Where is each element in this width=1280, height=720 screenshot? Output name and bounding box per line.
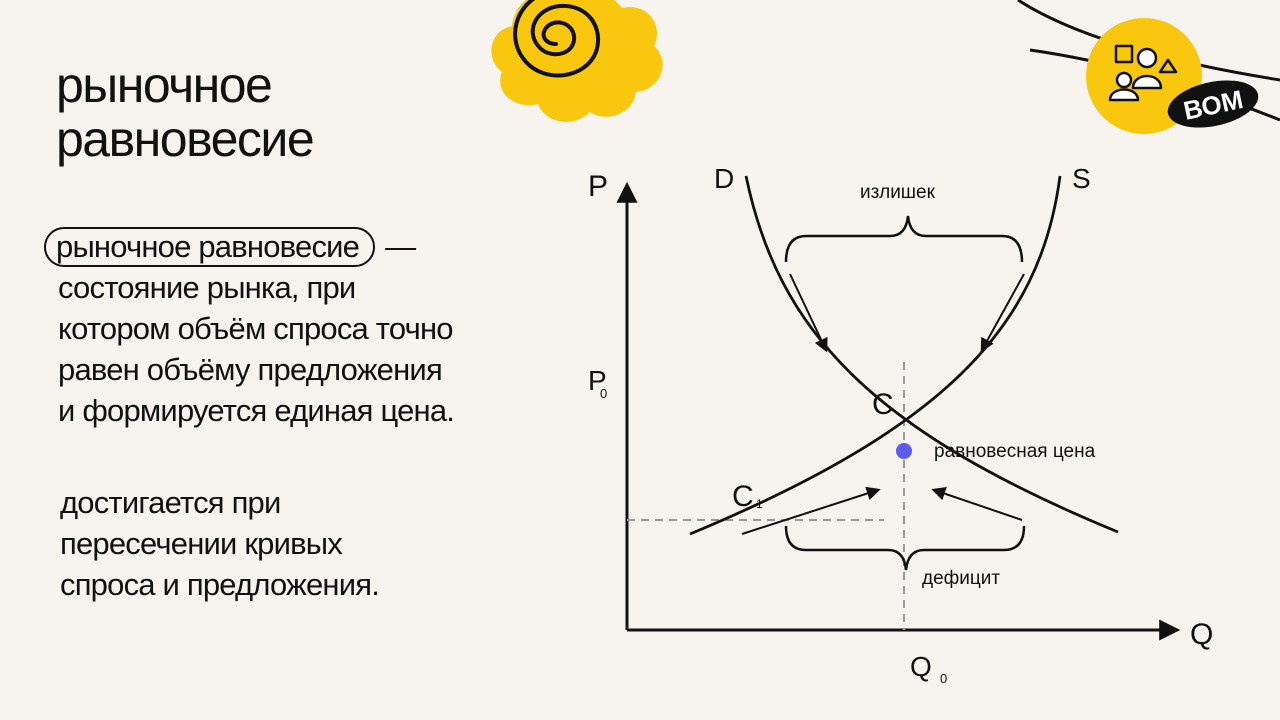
demand-curve xyxy=(744,175,1119,534)
people-icon xyxy=(1108,44,1178,102)
note-line-2: пересечении кривых xyxy=(60,526,343,561)
definition-line-3: равен объёму предложения xyxy=(58,352,443,387)
note-text: достигается при пересечении кривых спрос… xyxy=(60,482,380,605)
surplus-brace xyxy=(784,215,1024,263)
c1-label: C 1 xyxy=(732,480,763,513)
note-line-1: достигается при xyxy=(60,485,281,520)
svg-text:P: P xyxy=(588,365,607,396)
deficit-brace xyxy=(784,525,1026,571)
equilibrium-price-label: равновесная цена xyxy=(934,441,1096,462)
definition-line-1: состояние рынка, при xyxy=(58,270,356,305)
definition-first-line: рыночное равновесие — xyxy=(44,226,454,267)
definition-line-4: и формируется единая цена. xyxy=(58,393,455,428)
p0-label: P 0 xyxy=(588,365,607,401)
equilibrium-label: C xyxy=(872,388,894,421)
flower-decoration xyxy=(491,0,663,122)
svg-text:0: 0 xyxy=(600,386,607,401)
vom-logo: ВОМ xyxy=(1086,18,1259,134)
q0-label: Q 0 xyxy=(910,651,947,686)
deficit-arrow-left xyxy=(741,486,881,535)
slide-title: рыночное равновесие xyxy=(56,57,315,167)
x-axis-label: Q xyxy=(1190,618,1213,651)
title-line-2: равновесие xyxy=(56,111,315,167)
svg-text:1: 1 xyxy=(756,497,763,511)
term-pill: рыночное равновесие xyxy=(44,227,376,267)
definition-dash: — xyxy=(385,229,416,264)
note-line-3: спроса и предложения. xyxy=(60,567,380,602)
equilibrium-point xyxy=(896,443,912,459)
surplus-label: излишек xyxy=(860,182,936,203)
supply-curve xyxy=(689,175,1062,536)
y-axis-label: P xyxy=(588,170,608,203)
definition-line-2: котором объём спроса точно xyxy=(58,311,454,346)
definition-text: рыночное равновесие — состояние рынка, пр… xyxy=(44,226,455,431)
demand-label: D xyxy=(714,163,734,194)
surplus-arrow-right xyxy=(980,273,1025,353)
title-line-1: рыночное xyxy=(56,57,273,113)
supply-label: S xyxy=(1072,163,1091,194)
svg-text:0: 0 xyxy=(940,671,947,686)
surplus-arrow-left xyxy=(789,273,828,353)
svg-text:Q: Q xyxy=(910,651,932,682)
svg-text:C: C xyxy=(732,480,754,513)
deficit-label: дефицит xyxy=(922,568,1000,589)
deficit-arrow-right xyxy=(931,486,1023,521)
